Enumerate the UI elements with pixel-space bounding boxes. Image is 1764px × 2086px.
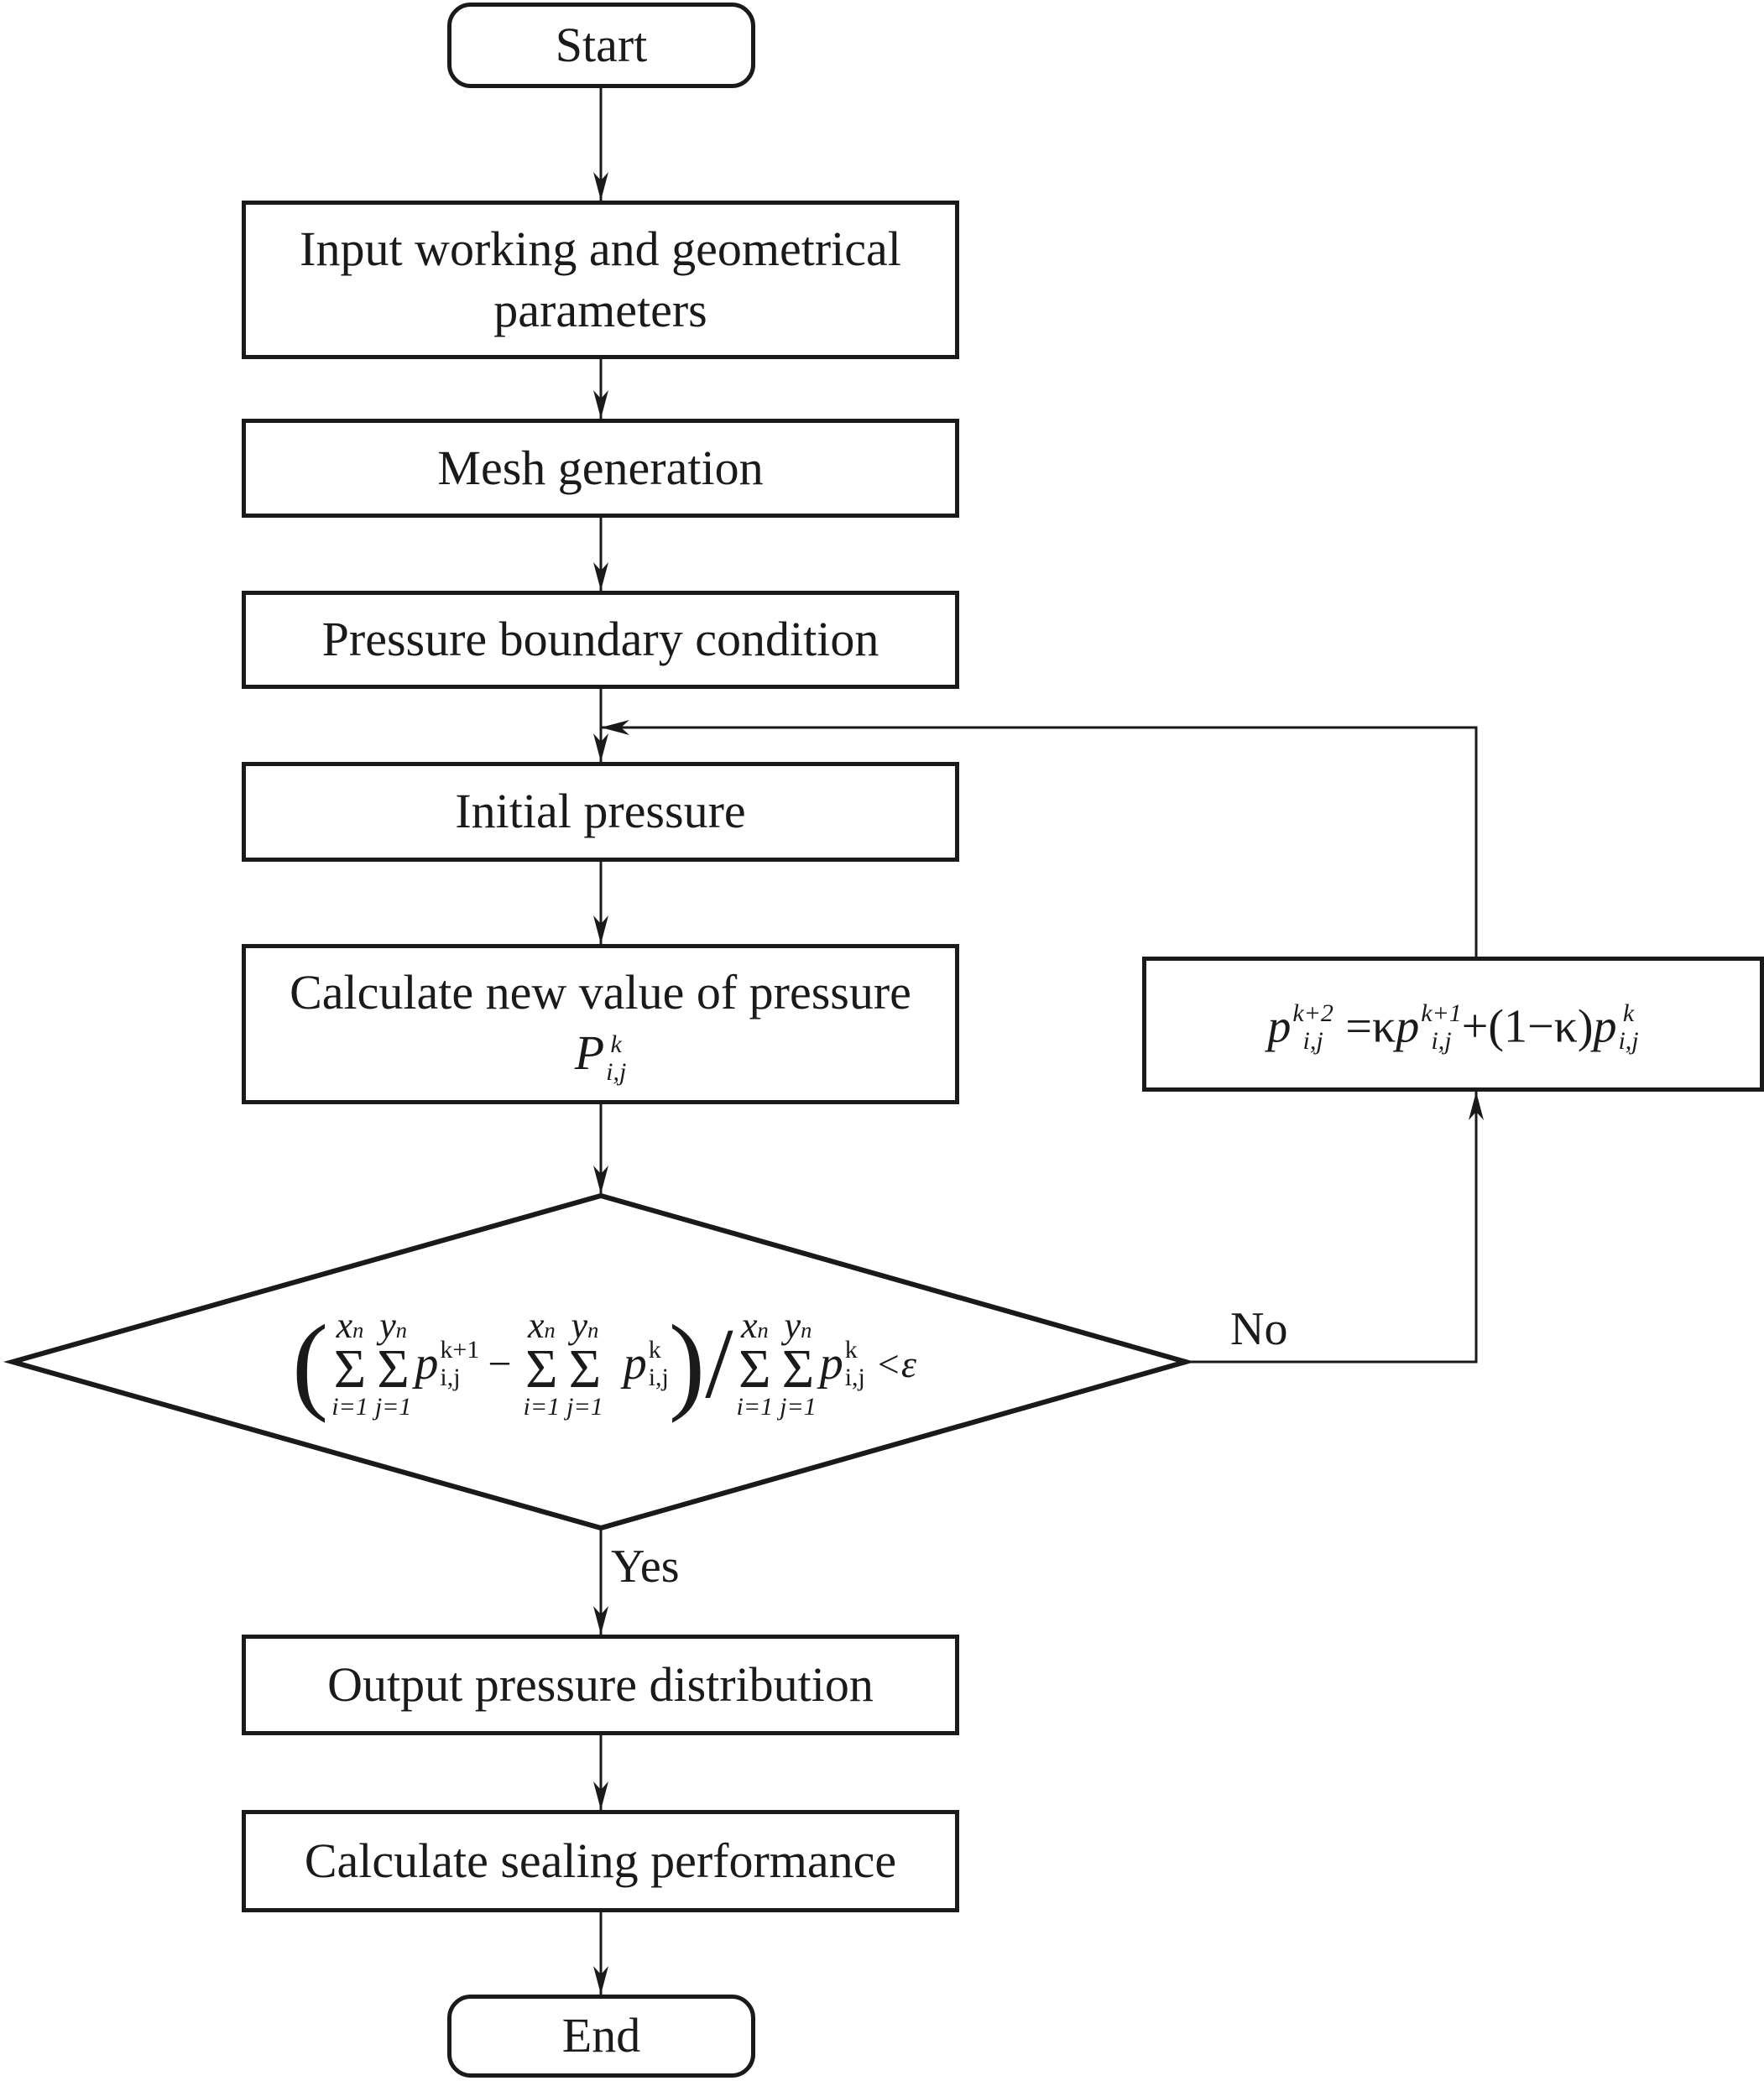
step-mesh-label: Mesh generation: [437, 440, 764, 495]
no-label: No: [1230, 1303, 1288, 1355]
decision-diamond: [3, 1192, 1195, 1531]
arrowhead: [593, 172, 608, 201]
step-output-pressure: Output pressure distribution: [242, 1635, 959, 1735]
arrow-relax-loop-back: [601, 726, 1478, 957]
step-calc-line1: Calculate new value of pressure: [290, 964, 911, 1020]
step-sealing-label: Calculate sealing performance: [304, 1833, 897, 1888]
step-input-line2: parameters: [493, 282, 707, 337]
arrow-no-to-relax: [1187, 1092, 1478, 1364]
step-mesh-generation: Mesh generation: [242, 419, 959, 518]
step-input-parameters: Input working and geometrical parameters: [242, 201, 959, 359]
step-initial-pressure: Initial pressure: [242, 762, 959, 862]
step-sealing-performance: Calculate sealing performance: [242, 1810, 959, 1912]
step-bc-label: Pressure boundary condition: [321, 612, 879, 667]
step-initial-label: Initial pressure: [455, 784, 746, 839]
step-input-line1: Input working and geometrical: [300, 222, 901, 276]
start-label: Start: [555, 17, 648, 72]
yes-label: Yes: [611, 1541, 680, 1593]
end-label: End: [561, 2008, 641, 2063]
step-pressure-boundary: Pressure boundary condition: [242, 591, 959, 689]
end-terminal: End: [447, 1995, 755, 2078]
start-terminal: Start: [447, 3, 755, 88]
step-output-label: Output pressure distribution: [327, 1656, 874, 1712]
